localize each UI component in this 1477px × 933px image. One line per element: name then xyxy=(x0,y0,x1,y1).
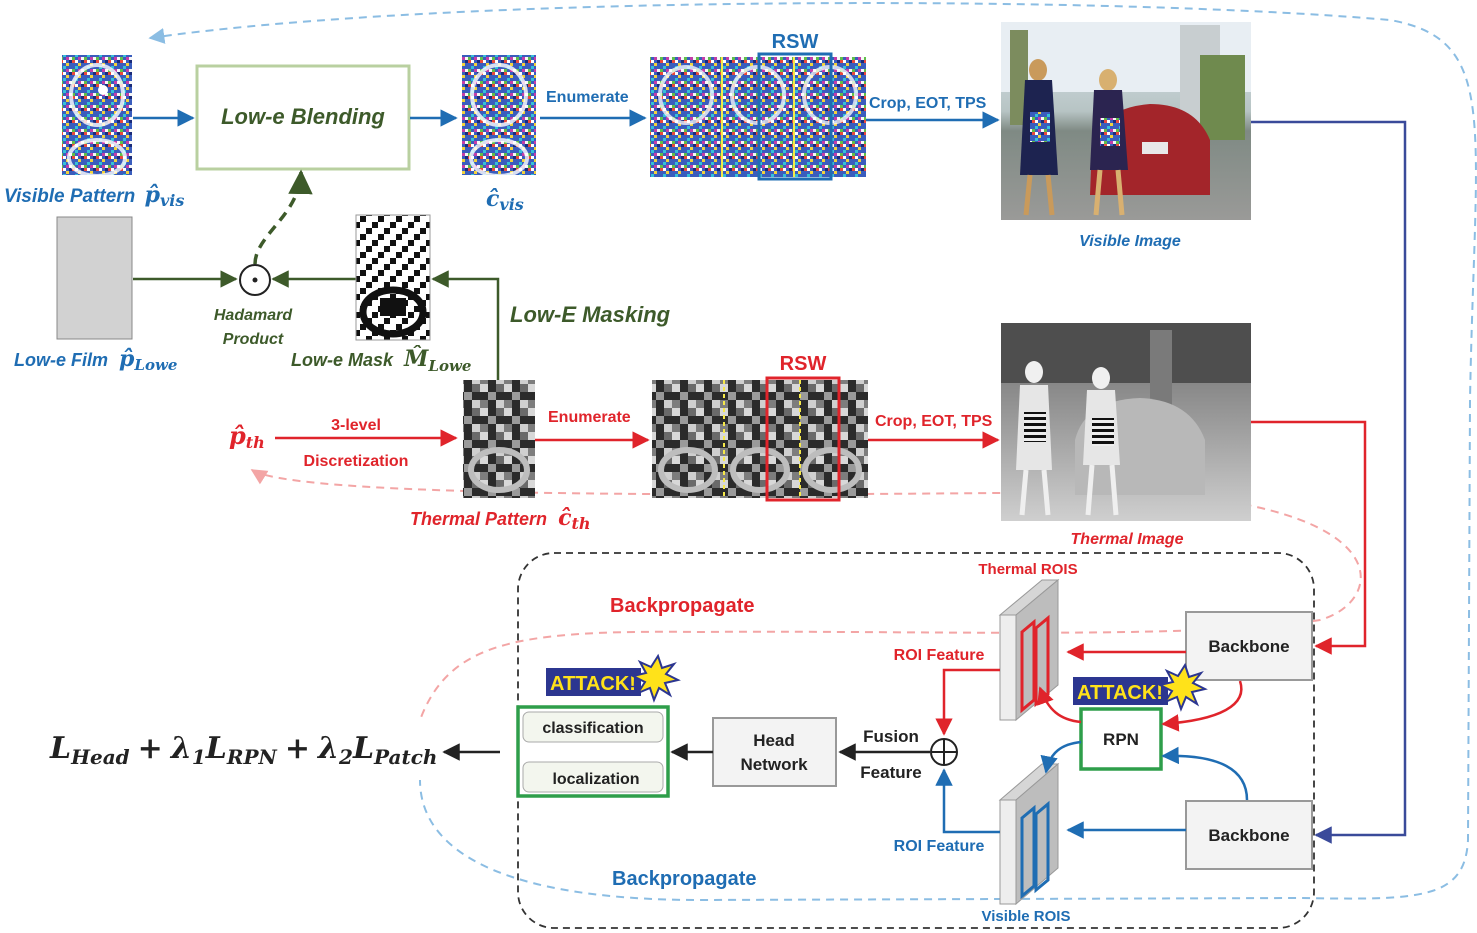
svg-text:Backbone: Backbone xyxy=(1208,826,1289,845)
backpropagate-top-label: Backpropagate xyxy=(610,595,755,617)
enumerate-thermal-label: Enumerate xyxy=(548,409,631,426)
roi-feature-top-label: ROI Feature xyxy=(894,647,985,664)
arrow-thermal-to-mask xyxy=(431,270,500,380)
thermal-image-label: Thermal Image xyxy=(1071,531,1184,548)
p-th-label: p̂th xyxy=(229,421,265,452)
circled-dot-icon xyxy=(239,264,271,296)
visible-pattern-image xyxy=(62,55,132,178)
thermal-pattern-image xyxy=(463,380,535,498)
arrow-rpn-to-thermal-rois xyxy=(1037,686,1082,724)
arrow-visible-roi-to-fusion xyxy=(935,768,1000,834)
svg-text:Backbone: Backbone xyxy=(1208,637,1289,656)
head-network-box: Head Network xyxy=(712,717,837,787)
svg-text:RPN: RPN xyxy=(1103,730,1139,749)
circled-plus-icon xyxy=(930,738,958,766)
arrow-visible-to-backbone xyxy=(1251,120,1407,844)
rsw-visible-label: RSW xyxy=(772,31,819,53)
three-level-label: 3-level xyxy=(331,417,381,434)
visible-pattern-label: Visible Pattern p̂vis xyxy=(4,182,184,210)
thermal-image xyxy=(1001,323,1251,521)
arrow-thermal-roi-to-fusion xyxy=(935,668,1000,736)
hadamard-label-line1: Hadamard xyxy=(214,307,293,324)
thermal-pattern-label: Thermal Pattern ĉth xyxy=(410,505,591,533)
starburst-icon xyxy=(1157,662,1208,712)
localization-label: localization xyxy=(552,771,639,788)
starburst-icon xyxy=(630,653,681,703)
roi-feature-bottom-label: ROI Feature xyxy=(894,838,985,855)
crop-visible-label: Crop, EOT, TPS xyxy=(869,95,987,112)
rsw-visible-window xyxy=(757,52,833,181)
thermal-rois-block xyxy=(998,578,1060,722)
arrow-backbone-bottom-to-rpn xyxy=(1161,746,1249,801)
arrow-rpn-to-visible-rois xyxy=(1040,740,1082,774)
backbone-top-box: Backbone xyxy=(1185,611,1313,681)
attack-badge-right: ATTACK! xyxy=(1073,662,1208,712)
arrow-thermal-to-backbone xyxy=(1251,420,1367,655)
head-outputs-box: classification localization xyxy=(516,705,670,798)
low-e-mask-label: Low-e Mask M̂Lowe xyxy=(291,346,471,375)
thermal-enumerated-strip xyxy=(652,380,868,498)
crop-thermal-label: Crop, EOT, TPS xyxy=(875,413,993,430)
classification-label: classification xyxy=(542,720,643,737)
thermal-feedback-loop xyxy=(250,469,1362,721)
c-vis-label: ĉvis xyxy=(486,186,524,214)
visible-rois-label: Visible ROIS xyxy=(982,908,1071,925)
fusion-label-line1: Fusion xyxy=(863,727,919,746)
discretization-label: Discretization xyxy=(304,453,409,470)
low-e-masking-label: Low-E Masking xyxy=(510,302,671,327)
attack-badge-left: ATTACK! xyxy=(546,653,681,703)
low-e-film-label: Low-e Film p̂Lowe xyxy=(14,346,177,374)
svg-text:ATTACK!: ATTACK! xyxy=(550,673,636,695)
arrow-hadamard-to-blending xyxy=(253,169,313,265)
c-vis-image xyxy=(462,55,536,178)
visible-image-label: Visible Image xyxy=(1079,233,1181,250)
svg-text:Head: Head xyxy=(753,731,795,750)
network-dashed-region xyxy=(517,552,1315,929)
rsw-thermal-window xyxy=(765,376,841,502)
thermal-rois-label: Thermal ROIS xyxy=(978,561,1077,578)
backbone-bottom-box: Backbone xyxy=(1185,800,1313,870)
hadamard-label-line2: Product xyxy=(223,331,284,348)
rsw-thermal-label: RSW xyxy=(780,353,827,375)
visible-image xyxy=(1001,22,1251,220)
fusion-label-line2: Feature xyxy=(860,763,921,782)
loss-formula: LHead+λ1LRPN+λ2LPatch xyxy=(49,731,437,769)
backpropagate-bottom-label: Backpropagate xyxy=(612,868,757,890)
low-e-blending-label: Low-e Blending xyxy=(221,104,385,129)
svg-text:ATTACK!: ATTACK! xyxy=(1077,682,1163,704)
visible-rois-block xyxy=(998,762,1060,906)
enumerate-visible-label: Enumerate xyxy=(546,89,629,106)
low-e-mask-image xyxy=(355,214,431,341)
arrow-backbone-top-to-rpn xyxy=(1161,680,1243,732)
low-e-blending-box: Low-e Blending xyxy=(195,64,411,171)
svg-text:Network: Network xyxy=(740,755,808,774)
rpn-box: RPN xyxy=(1079,707,1163,771)
low-e-film xyxy=(56,216,133,340)
